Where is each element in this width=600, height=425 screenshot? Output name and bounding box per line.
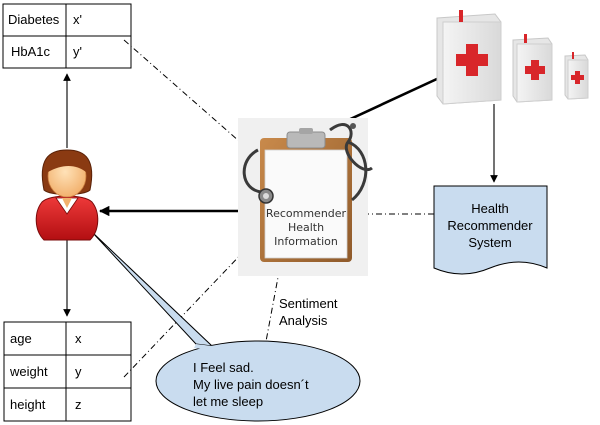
arrow-top-table-to-clipboard [123,39,264,163]
clipboard-line-1: Recommender [266,207,347,220]
bottom-table-label-age: age [10,331,32,346]
speech-bubble-line-3: let me sleep [193,394,263,409]
top-table-value-diabetes: x' [73,12,82,27]
speech-bubble-line-2: My live pain doesn´t [193,377,309,392]
sentiment-line-2: Analysis [279,313,328,328]
medical-books-icon [436,10,589,105]
sentiment-line-1: Sentiment [279,296,338,311]
clipboard-line-2: Health [288,221,324,234]
speech-bubble-line-1: I Feel sad. [193,360,254,375]
sentiment-analysis-label: Sentiment Analysis [279,296,338,328]
bottom-table-value-age: x [75,331,82,346]
clipboard-line-3: Information [274,235,338,248]
speech-bubble: I Feel sad. My live pain doesn´t let me … [91,231,361,422]
bottom-table-label-height: height [10,397,46,412]
patient-avatar-icon [35,149,99,241]
arrow-bottom-table-to-clipboard [123,247,248,378]
system-line-3: System [468,235,511,250]
bottom-data-table: age x weight y height z [3,321,132,422]
bottom-table-value-height: z [75,397,82,412]
top-table-value-hba1c: y' [73,44,82,59]
system-line-1: Health [471,201,509,216]
clipboard-stethoscope-icon: Recommender Health Information [238,118,373,276]
top-table-label-hba1c: HbA1c [11,44,51,59]
bottom-table-value-weight: y [75,364,82,379]
system-line-2: Recommender [447,218,533,233]
bottom-table-label-weight: weight [9,364,48,379]
health-recommender-system-document: Health Recommender System [433,185,548,275]
top-table-label-diabetes: Diabetes [8,12,60,27]
top-data-table: Diabetes x' HbA1c y' [2,3,132,69]
